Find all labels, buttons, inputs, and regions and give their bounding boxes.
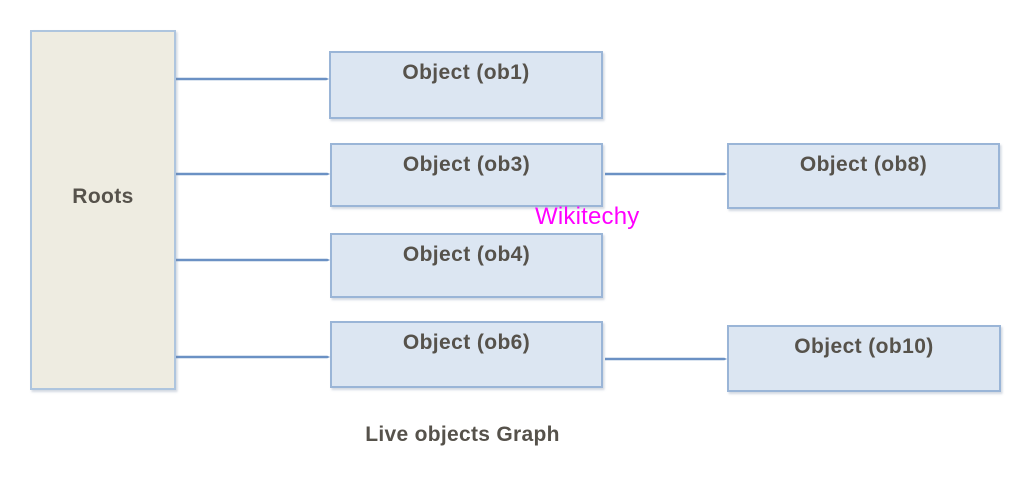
diagram-caption: Live objects Graph xyxy=(365,423,560,446)
node-ob8-label: Object (ob8) xyxy=(799,153,928,176)
node-ob10-label: Object (ob10) xyxy=(794,335,934,358)
node-ob3: Object (ob3) xyxy=(330,143,603,207)
node-ob6-label: Object (ob6) xyxy=(402,331,531,354)
node-ob4: Object (ob4) xyxy=(330,233,603,298)
node-roots-label: Roots xyxy=(72,185,134,208)
node-ob6: Object (ob6) xyxy=(330,321,603,388)
node-roots: Roots xyxy=(30,30,176,390)
node-ob10: Object (ob10) xyxy=(727,325,1001,392)
node-ob4-label: Object (ob4) xyxy=(402,243,531,266)
node-ob3-label: Object (ob3) xyxy=(402,153,531,176)
node-ob1-label: Object (ob1) xyxy=(402,61,530,84)
wikitechy-watermark: Wikitechy xyxy=(535,203,640,230)
node-ob8: Object (ob8) xyxy=(727,143,1000,209)
node-ob1: Object (ob1) xyxy=(329,51,603,119)
